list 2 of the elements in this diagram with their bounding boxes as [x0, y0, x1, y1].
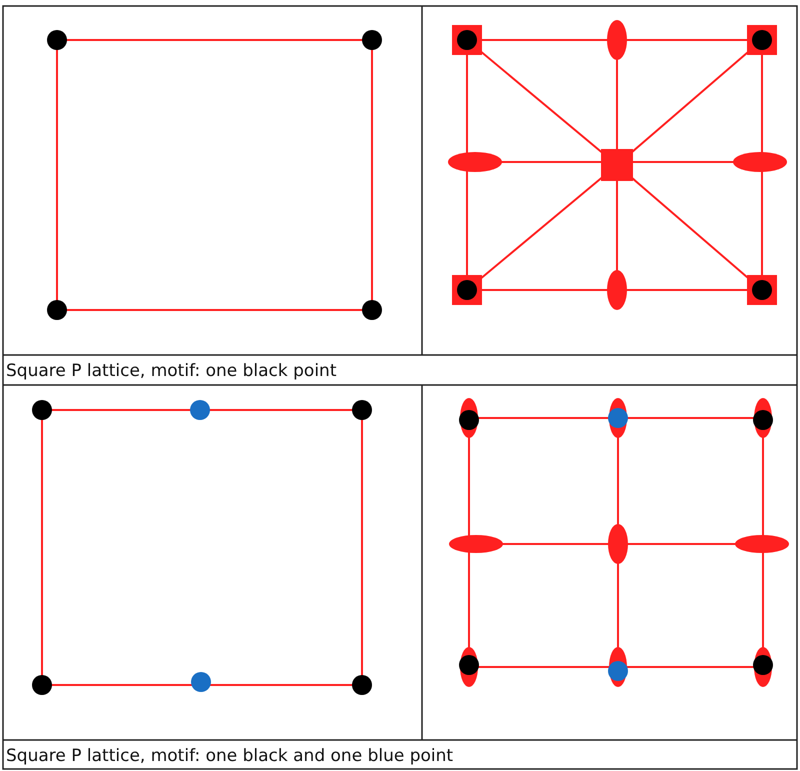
caption: Square P lattice, motif: one black and one blue point [6, 745, 454, 768]
caption: Square P lattice, motif: one black point [6, 360, 336, 383]
